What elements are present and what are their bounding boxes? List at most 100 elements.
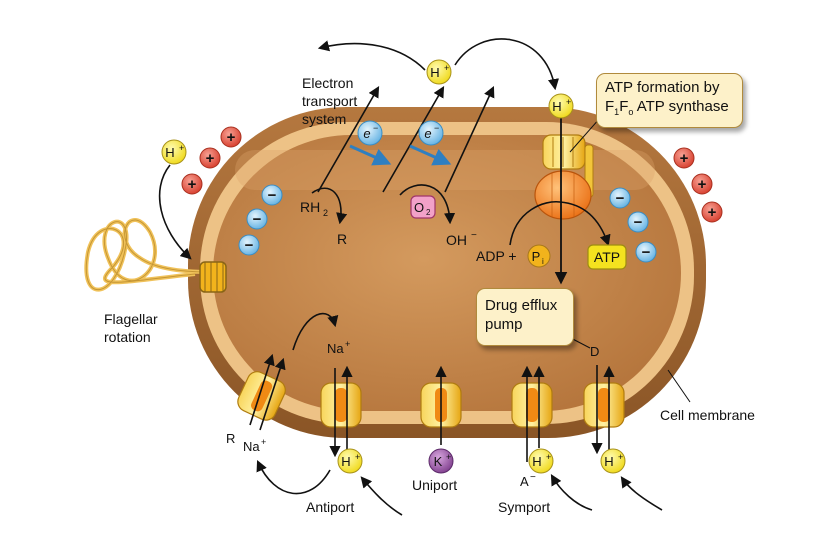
svg-text:+: +: [618, 452, 623, 462]
o2-curve: [399, 184, 456, 225]
svg-text:H: H: [552, 99, 561, 114]
drug-efflux-callout-line2: pump: [485, 316, 523, 333]
drug-label: D: [590, 344, 599, 359]
minus-ion: −: [238, 234, 260, 256]
drug-efflux-protein: [583, 382, 625, 428]
svg-text:rotation: rotation: [104, 329, 151, 345]
electron-flow-1: [349, 144, 392, 166]
svg-text:−: −: [634, 214, 643, 231]
atp-synthase-callout: ATP formation by F1Fo ATP synthase: [596, 73, 743, 128]
flagellum: [84, 164, 227, 293]
plus-ion: +: [220, 126, 242, 148]
minus-ions: − − − − − −: [238, 184, 657, 263]
svg-text:+: +: [179, 143, 184, 153]
svg-text:H: H: [165, 145, 174, 160]
symport-entry-curve: [550, 474, 593, 511]
minus-ion: −: [627, 211, 649, 233]
transport-arrows: [249, 312, 691, 516]
svg-text:+: +: [206, 150, 215, 167]
svg-text:2: 2: [323, 208, 328, 218]
svg-text:+: +: [227, 129, 236, 146]
plus-ion: +: [199, 147, 221, 169]
drug-efflux-callout-line1: Drug efflux: [485, 297, 558, 314]
minus-ion: −: [635, 241, 657, 263]
svg-text:Electron: Electron: [302, 75, 353, 91]
svg-text:+: +: [355, 452, 360, 462]
svg-text:H: H: [430, 65, 439, 80]
anion-label: A−: [520, 472, 536, 489]
minus-ion: −: [609, 187, 631, 209]
svg-text:+: +: [188, 176, 197, 193]
plus-ion: +: [673, 147, 695, 169]
symport-label: Symport: [498, 499, 550, 515]
atp-synthase-callout-line1: ATP formation by: [605, 79, 720, 96]
electron-badge-2: e−: [418, 120, 444, 146]
antiport-h-curve: [256, 459, 331, 495]
minus-ion: −: [246, 208, 268, 230]
et-arrow-3: [444, 85, 495, 193]
svg-text:−: −: [530, 472, 536, 483]
svg-text:ATP: ATP: [594, 249, 620, 265]
svg-text:+: +: [345, 339, 350, 349]
atp-badge: ATP: [587, 244, 627, 270]
svg-text:−: −: [434, 123, 439, 133]
svg-text:−: −: [373, 123, 378, 133]
uniport-label: Uniport: [412, 477, 457, 493]
svg-text:+: +: [546, 452, 551, 462]
plus-ion: +: [181, 173, 203, 195]
svg-text:2: 2: [426, 208, 431, 217]
plus-ion: +: [701, 201, 723, 223]
symport-protein: [511, 382, 553, 428]
svg-text:+: +: [446, 452, 451, 462]
svg-text:−: −: [471, 230, 477, 241]
svg-text:−: −: [253, 211, 262, 228]
et-arrow-1: [317, 86, 380, 193]
h-ion-efflux: H+: [600, 448, 626, 474]
svg-text:+: +: [261, 437, 266, 447]
plus-ion: +: [691, 173, 713, 195]
svg-text:+: +: [680, 150, 689, 167]
antiport-entry-curve: [360, 476, 403, 516]
electron-transport: [311, 85, 495, 225]
svg-text:+: +: [698, 176, 707, 193]
o2-badge: O 2: [410, 195, 436, 219]
proton-arc-right: [454, 38, 559, 91]
svg-text:O: O: [414, 200, 424, 215]
h-ion-synthase: H+: [548, 93, 574, 119]
h-ion-top: H+: [426, 59, 452, 85]
svg-text:H: H: [532, 454, 541, 469]
plus-ions: + + + + + +: [181, 126, 723, 223]
svg-text:+: +: [708, 204, 717, 221]
fo-subunit: [542, 134, 586, 170]
electron-transport-label: Electron transport system: [302, 75, 357, 127]
svg-text:−: −: [245, 237, 254, 254]
svg-text:e: e: [424, 126, 431, 141]
svg-text:e: e: [363, 126, 370, 141]
efflux-entry-curve: [620, 476, 663, 511]
svg-text:H: H: [604, 454, 613, 469]
adp-to-atp-arrow: [509, 200, 611, 247]
callout-pointer-membrane: [667, 369, 691, 403]
svg-text:Na: Na: [243, 439, 260, 454]
et-arrow-2: [382, 86, 445, 193]
proton-arc-left: [317, 40, 426, 71]
minus-ion: −: [261, 184, 283, 206]
na-inside-label: Na+: [327, 339, 350, 356]
na-outside-label: Na+: [243, 437, 266, 454]
electron-flow-2: [409, 144, 452, 166]
electron-badge-1: e−: [357, 120, 383, 146]
svg-text:Na: Na: [327, 341, 344, 356]
atp-synthase: [509, 117, 611, 285]
na-out-arrow-2: [259, 357, 286, 431]
antiport-label: Antiport: [306, 499, 354, 515]
f1-subunit: [534, 170, 592, 220]
r-product-label: R: [337, 231, 347, 247]
svg-text:−: −: [616, 190, 625, 207]
flagellar-rotation-label: Flagellar rotation: [104, 311, 158, 345]
h-ion-flagellar: H+: [161, 139, 187, 165]
transporters: [237, 371, 625, 428]
